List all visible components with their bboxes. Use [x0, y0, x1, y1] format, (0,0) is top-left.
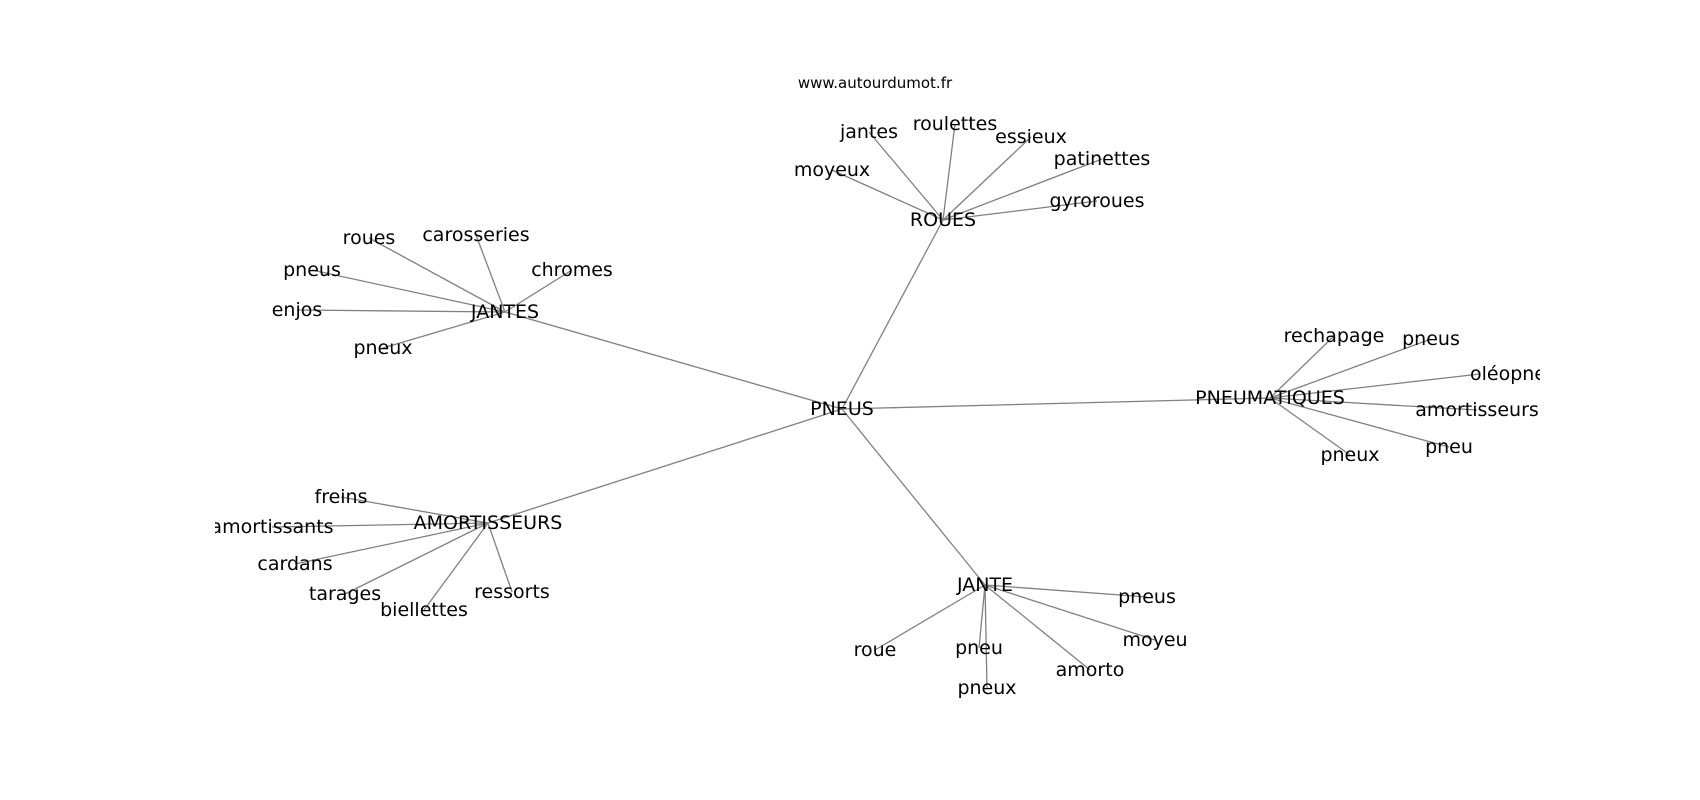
edge-pneus-amortisseurs [487, 408, 843, 524]
node-amortisseurs-cardans[interactable]: cardans [257, 553, 332, 575]
edge-pneus-jante [841, 408, 986, 586]
node-jante-pneux[interactable]: pneux [957, 677, 1016, 699]
node-roues-essieux[interactable]: essieux [995, 126, 1067, 148]
edge-amortisseurs-tarages [344, 522, 489, 595]
edge-amortisseurs-biellettes [423, 522, 489, 611]
node-amortisseurs-freins[interactable]: freins [315, 486, 368, 508]
node-pneumatiques-amortisseurs[interactable]: amortisseurs [1415, 399, 1539, 421]
edge-pneumatiques-oleopneumatique [1269, 373, 1481, 399]
node-jante-hub[interactable]: JANTE [956, 574, 1013, 596]
edge-jantes-chromes [504, 269, 573, 313]
edge-pneumatiques-amortisseurs [1269, 397, 1478, 411]
node-amortisseurs-ressorts[interactable]: ressorts [474, 581, 550, 603]
edge-amortisseurs-freins [340, 496, 489, 524]
node-jantes-chromes[interactable]: chromes [531, 259, 613, 281]
node-jantes-roues[interactable]: roues [343, 227, 396, 249]
edge-jante-moyeu [984, 584, 1156, 641]
edge-jantes-carosseries [475, 234, 506, 313]
node-jantes-pneux[interactable]: pneux [353, 337, 412, 359]
node-roues-hub[interactable]: ROUES [910, 209, 976, 231]
edge-roues-essieux [942, 136, 1032, 221]
node-pneus-center[interactable]: PNEUS [810, 398, 874, 420]
node-amortisseurs-amortissants[interactable]: amortissants [210, 516, 334, 538]
node-amortisseurs-biellettes[interactable]: biellettes [380, 599, 468, 621]
edge-roues-roulettes [942, 123, 956, 221]
node-amortisseurs-tarages[interactable]: tarages [309, 583, 381, 605]
edge-jante-pneux [984, 584, 988, 689]
edge-jante-pneus [984, 584, 1148, 598]
node-pneumatiques-pneus[interactable]: pneus [1402, 328, 1460, 350]
edge-jantes-roues [368, 237, 506, 313]
edge-pneus-jantes [504, 311, 843, 410]
edge-jante-roue [874, 584, 986, 651]
edge-roues-gyroroues [942, 200, 1098, 221]
node-jantes-hub[interactable]: JANTES [470, 301, 539, 323]
edge-roues-jantes [868, 131, 944, 221]
edge-pneumatiques-rechapage [1269, 335, 1335, 399]
edge-amortisseurs-amortissants [271, 522, 489, 528]
node-roues-patinettes[interactable]: patinettes [1054, 148, 1151, 170]
node-jante-moyeu[interactable]: moyeu [1122, 629, 1187, 651]
node-roues-jantes[interactable]: jantes [839, 121, 898, 143]
source-watermark: www.autourdumot.fr [798, 74, 953, 92]
node-roues-moyeux[interactable]: moyeux [794, 159, 870, 181]
node-amortisseurs-hub[interactable]: AMORTISSEURS [414, 512, 563, 534]
edge-pneumatiques-pneux [1269, 397, 1351, 456]
edge-jantes-enjos [296, 309, 506, 313]
edge-pneumatiques-pneus [1269, 338, 1432, 399]
edges-layer [271, 123, 1481, 689]
edge-pneumatiques-pneu [1269, 397, 1450, 448]
edge-jantes-pneus [311, 269, 506, 313]
edge-jante-amorto [984, 584, 1091, 671]
node-jantes-pneus[interactable]: pneus [283, 259, 341, 281]
node-jante-pneus[interactable]: pneus [1118, 586, 1176, 608]
node-pneumatiques-oleopneumatique[interactable]: oléopneumatique [1470, 363, 1637, 385]
node-pneumatiques-pneux[interactable]: pneux [1320, 444, 1379, 466]
node-jante-pneu[interactable]: pneu [955, 637, 1003, 659]
node-jantes-carosseries[interactable]: carosseries [422, 224, 529, 246]
edge-pneus-pneumatiques [841, 397, 1271, 410]
node-roues-roulettes[interactable]: roulettes [913, 113, 998, 135]
node-pneumatiques-pneu[interactable]: pneu [1425, 436, 1473, 458]
node-pneumatiques-hub[interactable]: PNEUMATIQUES [1195, 387, 1345, 409]
edge-jante-pneu [978, 584, 986, 649]
node-pneumatiques-rechapage[interactable]: rechapage [1284, 325, 1385, 347]
node-jantes-enjos[interactable]: enjos [272, 299, 323, 321]
edge-roues-patinettes [942, 158, 1103, 221]
edge-amortisseurs-cardans [294, 522, 489, 565]
node-roues-gyroroues[interactable]: gyroroues [1050, 190, 1145, 212]
node-jante-amorto[interactable]: amorto [1056, 659, 1125, 681]
edge-roues-moyeux [831, 169, 944, 221]
labels-layer: PNEUS ROUES moyeux jantes roulettesessieuxpa… [210, 113, 1637, 699]
edge-amortisseurs-ressorts [487, 522, 513, 593]
node-jante-roue[interactable]: roue [854, 639, 897, 661]
edge-pneus-roues [841, 219, 944, 410]
edge-jantes-pneux [382, 311, 506, 349]
graph-plot: PNEUS ROUES moyeux jantes roulettesessieuxpa… [210, 113, 1637, 699]
